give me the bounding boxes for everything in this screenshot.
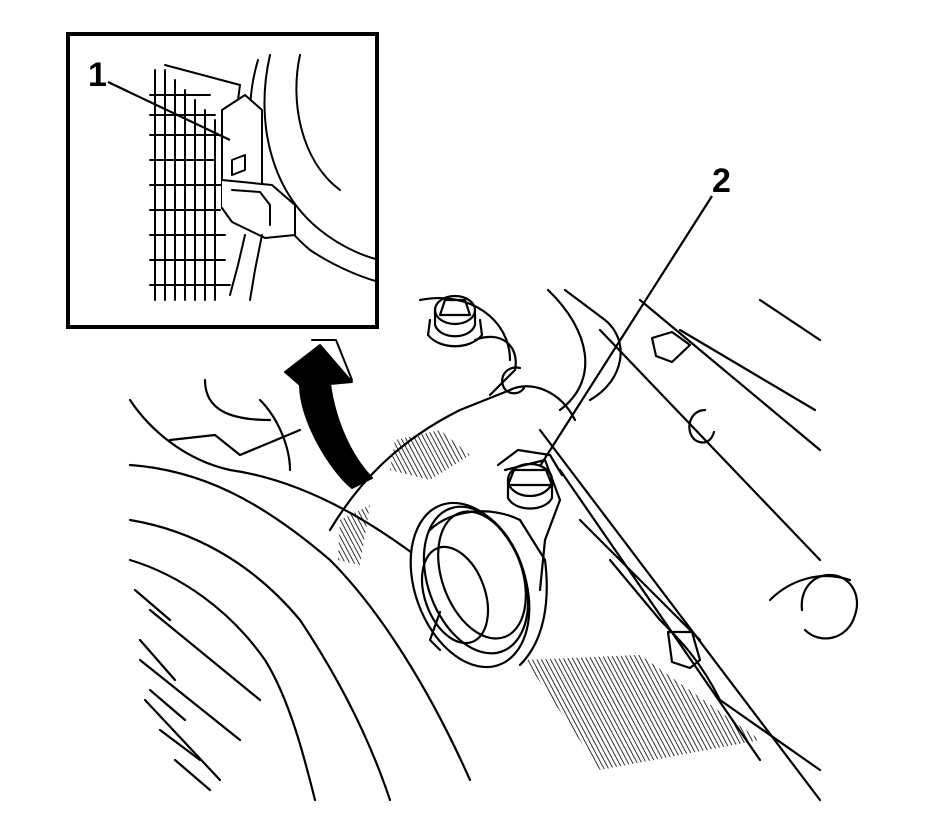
leader-line-2 (539, 195, 713, 467)
leader-lines (107, 81, 713, 467)
horn-bolt-icon (496, 448, 564, 510)
callout-label-1: 1 (88, 56, 107, 94)
wheel-nut-icon (426, 294, 484, 348)
main-illustration (128, 288, 859, 802)
inset-detail (66, 32, 379, 329)
electrical-connector (221, 94, 296, 301)
callout-label-2: 2 (712, 162, 731, 200)
horn-assembly (409, 458, 562, 669)
curved-arrow-icon (284, 339, 373, 489)
leader-line-1 (107, 81, 231, 141)
radiator-mesh (149, 69, 231, 301)
